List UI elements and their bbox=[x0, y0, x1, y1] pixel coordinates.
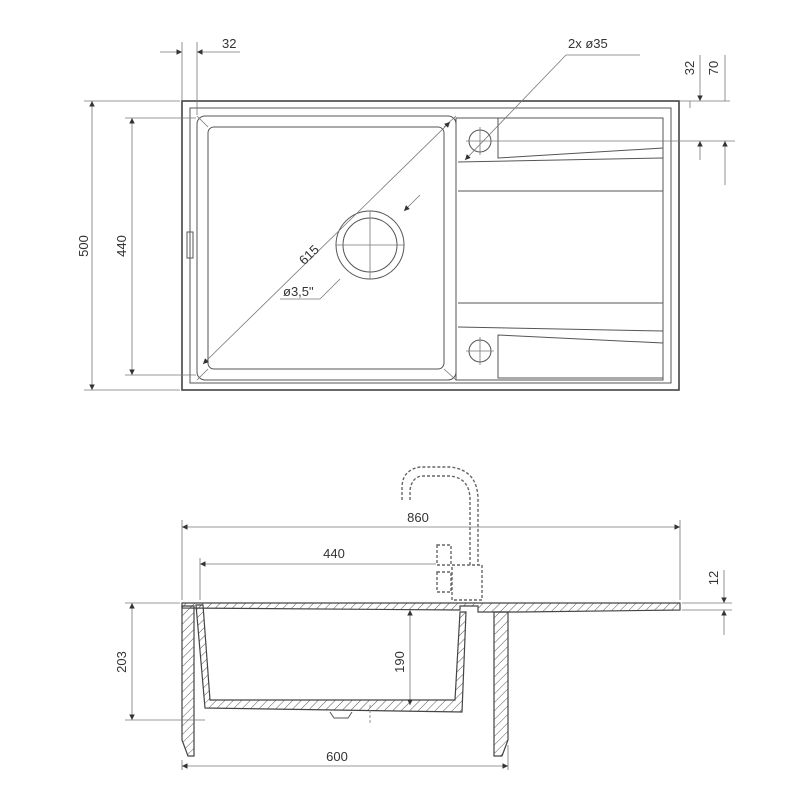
side-view: 860 440 12 203 190 600 bbox=[114, 466, 732, 770]
cabinet-right bbox=[493, 611, 509, 757]
dim-190-label: 190 bbox=[392, 651, 407, 673]
dim-615-label: 615 bbox=[296, 242, 322, 268]
dim-32-top-label: 32 bbox=[222, 36, 236, 51]
dim-600-label: 600 bbox=[326, 749, 348, 764]
dim-440-label: 440 bbox=[114, 235, 129, 257]
dim-drain-label: ø3,5" bbox=[283, 284, 314, 299]
drainboard bbox=[455, 117, 664, 381]
dim-860-label: 860 bbox=[407, 510, 429, 525]
bowl-inner bbox=[207, 126, 445, 370]
overflow-slot bbox=[186, 231, 194, 259]
bowl-outer bbox=[196, 115, 457, 381]
dim-203-label: 203 bbox=[114, 651, 129, 673]
faucet bbox=[401, 466, 483, 601]
dim-12-label: 12 bbox=[706, 571, 721, 585]
dim-70-right-label: 70 bbox=[706, 61, 721, 75]
dim-500-label: 500 bbox=[76, 235, 91, 257]
deck bbox=[181, 602, 681, 613]
dim-hole-label: 2x ø35 bbox=[568, 36, 608, 51]
bowl-section bbox=[195, 604, 467, 713]
cabinet-left bbox=[181, 605, 195, 757]
dim-32-right-label: 32 bbox=[682, 61, 697, 75]
dim-440-side-label: 440 bbox=[323, 546, 345, 561]
tap-hole-bottom bbox=[466, 337, 494, 365]
drain bbox=[335, 210, 405, 280]
sink-outline bbox=[181, 100, 680, 391]
top-view: 615 ø3,5" 2x ø35 32 32 70 500 4 bbox=[76, 36, 735, 391]
tap-hole-top bbox=[466, 127, 494, 155]
sink-rim bbox=[189, 107, 672, 384]
